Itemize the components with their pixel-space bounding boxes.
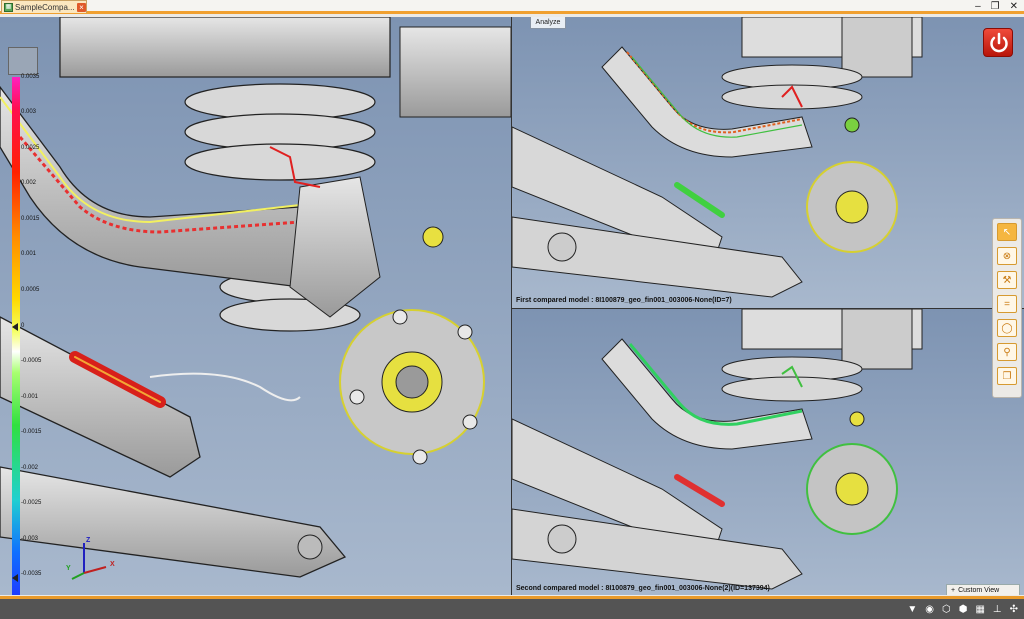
legend-tick: 0.0005 (21, 287, 40, 293)
magnify-icon[interactable]: ◯ (997, 319, 1017, 337)
bottom-toolbar: ▼ ◉ ⬡ ⬢ ▦ ⊥ ✣ (0, 596, 1024, 619)
window-controls: ‒ ❐ ✕ (975, 0, 1018, 13)
legend-tick: 0.0035 (21, 74, 40, 80)
hammer-icon[interactable]: ⚒ (997, 271, 1017, 289)
legend-tick: -0.002 (21, 465, 39, 471)
document-tab-label: SampleCompa... (15, 2, 75, 12)
axis-triad: Z Y X (66, 537, 122, 585)
analysis-toolbar: ↖ ⊗ ⚒ = ◯ ⚲ ❐ (992, 218, 1022, 398)
custom-view-label: Custom View (958, 586, 1000, 594)
shaded-cube-icon[interactable]: ⬢ (958, 604, 968, 615)
legend-tick: -0.001 (21, 394, 39, 400)
view-cube-icon[interactable]: ⬡ (941, 604, 951, 615)
pan-icon[interactable]: ✣ (1009, 604, 1018, 615)
suspension-model-first (512, 17, 923, 298)
second-compared-caption: Second compared model : 8I100879_geo_fin… (516, 585, 770, 592)
document-icon: ▦ (4, 2, 13, 12)
legend-tick: 0 (21, 323, 25, 329)
legend-tick: -0.0025 (21, 500, 42, 506)
legend-tick: 0.003 (21, 109, 37, 115)
axis-y-label: Y (66, 565, 71, 572)
power-button[interactable] (983, 28, 1013, 57)
second-compared-viewport[interactable]: Second compared model : 8I100879_geo_fin… (512, 309, 1024, 595)
minimize-icon[interactable]: ‒ (975, 1, 981, 12)
cancel-circle-icon[interactable]: ⊗ (997, 247, 1017, 265)
copy-icon[interactable]: ❐ (997, 367, 1017, 385)
legend-tick: -0.0015 (21, 429, 42, 435)
plus-icon: + (951, 586, 956, 594)
suspension-model-main (0, 17, 511, 578)
legend-tick: -0.0035 (21, 571, 42, 577)
suspension-model-second (512, 309, 923, 590)
visibility-icon[interactable]: ◉ (925, 604, 934, 615)
power-icon (990, 32, 1008, 53)
legend-header[interactable] (8, 47, 38, 75)
axis-x-label: X (110, 561, 115, 568)
measure-person-icon[interactable]: ⚲ (997, 343, 1017, 361)
legend-tick: 0.0015 (21, 216, 40, 222)
axis-z-label: Z (86, 537, 91, 544)
custom-view-button[interactable]: + Custom View (946, 584, 1020, 595)
select-arrow-icon[interactable]: ↖ (997, 223, 1017, 241)
view-tools: ▼ ◉ ⬡ ⬢ ▦ ⊥ ✣ (907, 604, 1018, 615)
first-compared-viewport[interactable]: First compared model : 8I100879_geo_fin0… (512, 17, 1024, 308)
section-plane-icon[interactable]: ⊥ (992, 604, 1002, 615)
close-window-icon[interactable]: ✕ (1009, 1, 1018, 12)
legend-tick: -0.0005 (21, 358, 42, 364)
legend-lower-marker[interactable] (12, 574, 18, 582)
document-tab[interactable]: ▦ SampleCompa... × (1, 0, 87, 13)
deviation-color-legend: 0.0035 0.003 0.0025 0.002 0.0015 0.001 0… (8, 47, 42, 595)
viewport-divider-vertical[interactable] (511, 17, 512, 595)
axis-triad-icon (71, 543, 107, 580)
equal-icon[interactable]: = (997, 295, 1017, 313)
layers-icon[interactable]: ▦ (975, 604, 985, 615)
legend-upper-marker[interactable] (12, 323, 18, 331)
filter-icon[interactable]: ▼ (907, 604, 918, 615)
first-compared-caption: First compared model : 8I100879_geo_fin0… (516, 297, 732, 304)
document-tab-bar: ▦ SampleCompa... × ‒ ❐ ✕ (0, 0, 1024, 14)
close-tab-icon[interactable]: × (77, 2, 86, 12)
legend-tick: 0.0025 (21, 145, 40, 151)
restore-icon[interactable]: ❐ (990, 1, 1000, 12)
legend-color-bar (12, 77, 20, 595)
main-3d-viewport[interactable]: 0.0035 0.003 0.0025 0.002 0.0015 0.001 0… (0, 17, 511, 595)
legend-tick: 0.002 (21, 180, 37, 186)
legend-tick: 0.001 (21, 251, 37, 257)
analyze-tab[interactable]: Analyze (530, 17, 566, 29)
legend-tick: -0.003 (21, 536, 39, 542)
